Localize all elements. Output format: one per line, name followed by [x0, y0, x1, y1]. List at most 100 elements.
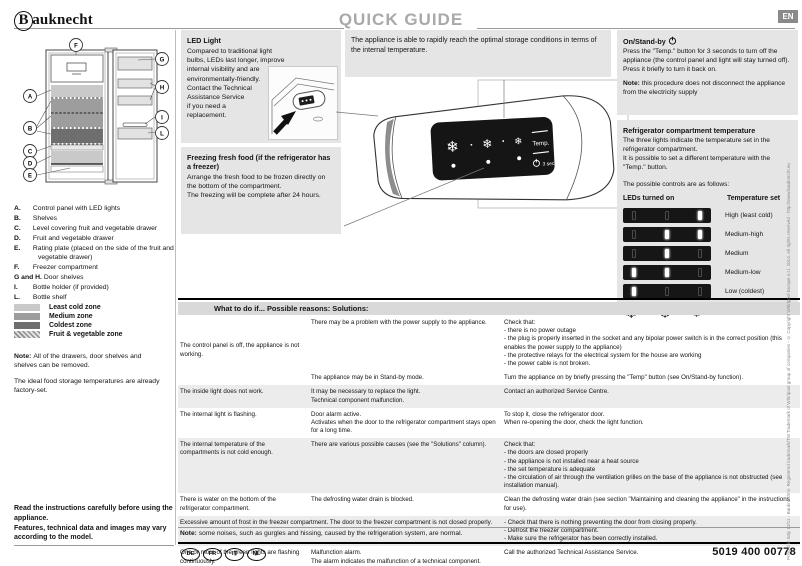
- reason-cell: The appliance may be in Stand-by mode.: [311, 374, 424, 382]
- led-panel: [623, 265, 711, 281]
- led-off-indicator: [632, 249, 636, 259]
- panel-end-shade: [385, 118, 401, 197]
- parts-list-item: A. Control panel with LED lights: [14, 205, 121, 212]
- fridge-temp-body3: The possible controls are as follows:: [623, 180, 730, 188]
- led-on-indicator: [632, 268, 636, 278]
- zone-swatch: [14, 304, 40, 311]
- led-light-body: Compared to traditional light bulbs, LED…: [187, 48, 285, 120]
- removable-note: Note:All of the drawers, door shelves an…: [14, 353, 142, 370]
- solution-cell: To stop it, close the refrigerator door.…: [504, 410, 644, 426]
- solution-cell: Contact an authorized Service Centre.: [502, 385, 800, 408]
- copyright-vertical-text: Printed in Italy 12/11 - Bauknecht® Regi…: [786, 163, 791, 560]
- language-badge: EN: [778, 10, 798, 23]
- bottle-shelf: [117, 127, 153, 140]
- svg-text:H: H: [160, 85, 164, 91]
- zone-swatch: [14, 331, 40, 338]
- led-table-row: Medium-low: [623, 263, 792, 282]
- snowflake-large-icon: ❄: [446, 138, 459, 156]
- snowflake-small-icon: ❄: [514, 136, 523, 147]
- led-on-indicator: [698, 230, 702, 240]
- svg-text:B: B: [28, 126, 33, 132]
- led-panel: [623, 284, 711, 300]
- table-row: The control panel is off, the appliance …: [178, 316, 800, 371]
- freezing-title: Freezing fresh food (if the refrigerator…: [187, 153, 331, 171]
- svg-text:C: C: [28, 149, 33, 155]
- led-panel: [623, 227, 711, 243]
- parts-list-item: G and H. Door shelves: [14, 273, 84, 281]
- control-panel-illustration: ❄ ❄ ❄ Temp. 3 sec: [336, 79, 629, 227]
- led-panel: [623, 246, 711, 262]
- svg-text:A: A: [28, 94, 33, 100]
- standby-body: Press the "Temp." button for 3 seconds t…: [623, 48, 790, 73]
- freezing-body: Arrange the fresh food to be frozen dire…: [187, 174, 326, 200]
- led-dot: [451, 163, 456, 168]
- led-on-indicator: [665, 230, 669, 240]
- power-icon: [533, 158, 540, 167]
- table-row: The internal light is flashing.Door alar…: [178, 408, 800, 439]
- factory-set-note: The ideal food storage temperatures are …: [14, 378, 160, 395]
- solution-cell: Call the authorized Technical Assistance…: [504, 549, 639, 557]
- language-code-de: DE: [181, 548, 200, 561]
- table-row: Excessive amount of frost in the freezer…: [178, 515, 800, 547]
- zone-least-cold: [51, 85, 103, 97]
- temperature-set-label: Medium-high: [725, 231, 764, 239]
- led-table-row: High (least cold): [623, 206, 792, 225]
- led-off-indicator: [665, 287, 669, 297]
- door-shelf-h2: [117, 95, 153, 106]
- temperature-set-label: Medium-low: [725, 269, 761, 277]
- reason-cell: It may be necessary to replace the light…: [309, 385, 502, 408]
- zone-legend-item: Coldest zone: [14, 321, 174, 330]
- temperature-set-label: High (least cold): [725, 212, 773, 220]
- svg-text:E: E: [28, 173, 32, 179]
- standby-title: On/Stand-by: [623, 36, 792, 46]
- zone-fruit-vegetable: [51, 151, 103, 164]
- fridge-temp-title: Refrigerator compartment temperature: [623, 126, 756, 135]
- solution-cell: Turn the appliance on by briefly pressin…: [504, 374, 744, 382]
- callout-I: [155, 110, 169, 124]
- troubleshooting-header: What to do if... Possible reasons: Solut…: [178, 302, 800, 315]
- read-instructions-note: Read the instructions carefully before u…: [14, 505, 173, 542]
- led-off-indicator: [632, 211, 636, 221]
- parts-list-item: E. Rating plate (placed on the side of t…: [14, 244, 174, 261]
- led-off-indicator: [632, 230, 636, 240]
- table-row: The appliance may be in Stand-by mode. Tu…: [178, 371, 800, 385]
- table-bottom-rule: [178, 527, 800, 528]
- zone-coldest: [51, 129, 103, 143]
- problem-cell: The inside light does not work.: [178, 385, 309, 408]
- solution-cell: - Check that there is nothing preventing…: [502, 515, 800, 547]
- page-title: QUICK GUIDE: [338, 10, 464, 29]
- language-code-nl: NL: [247, 548, 266, 561]
- language-code-it: IT: [225, 548, 244, 561]
- callout-H: [155, 80, 169, 94]
- reason-cell: There may be a problem with the power su…: [311, 319, 487, 326]
- callout-L: [155, 126, 169, 140]
- led-dot: [486, 159, 491, 164]
- temp-button-label[interactable]: Temp.: [532, 140, 549, 148]
- problem-cell: The control panel is off, the appliance …: [180, 342, 300, 358]
- problem-cell: The internal temperature of the compartm…: [178, 438, 309, 494]
- problem-reason-cell: Excessive amount of frost in the freezer…: [178, 515, 502, 547]
- parts-list-item: F. Freezer compartment: [14, 263, 98, 271]
- power-icon: [668, 36, 676, 45]
- door-shelf-g: [117, 56, 153, 71]
- svg-text:G: G: [160, 57, 165, 63]
- table-top-rule: [178, 298, 800, 300]
- led-table-header: LEDs turned on Temperature set: [623, 195, 781, 203]
- table-row: There is water on the bottom of the refr…: [178, 493, 800, 515]
- parts-list-item: C. Level covering fruit and vegetable dr…: [14, 224, 158, 232]
- led-on-indicator: [632, 287, 636, 297]
- part-number: 5019 400 00778: [712, 546, 796, 558]
- table-row: The internal temperature of the compartm…: [178, 438, 800, 494]
- standby-note: Note: this procedure does not disconnect…: [623, 79, 786, 96]
- parts-list-item: I. Bottle holder (if provided): [14, 283, 109, 291]
- led-table-row: Medium-high: [623, 225, 792, 244]
- reason-cell: Door alarm active. Activates when the do…: [311, 410, 496, 435]
